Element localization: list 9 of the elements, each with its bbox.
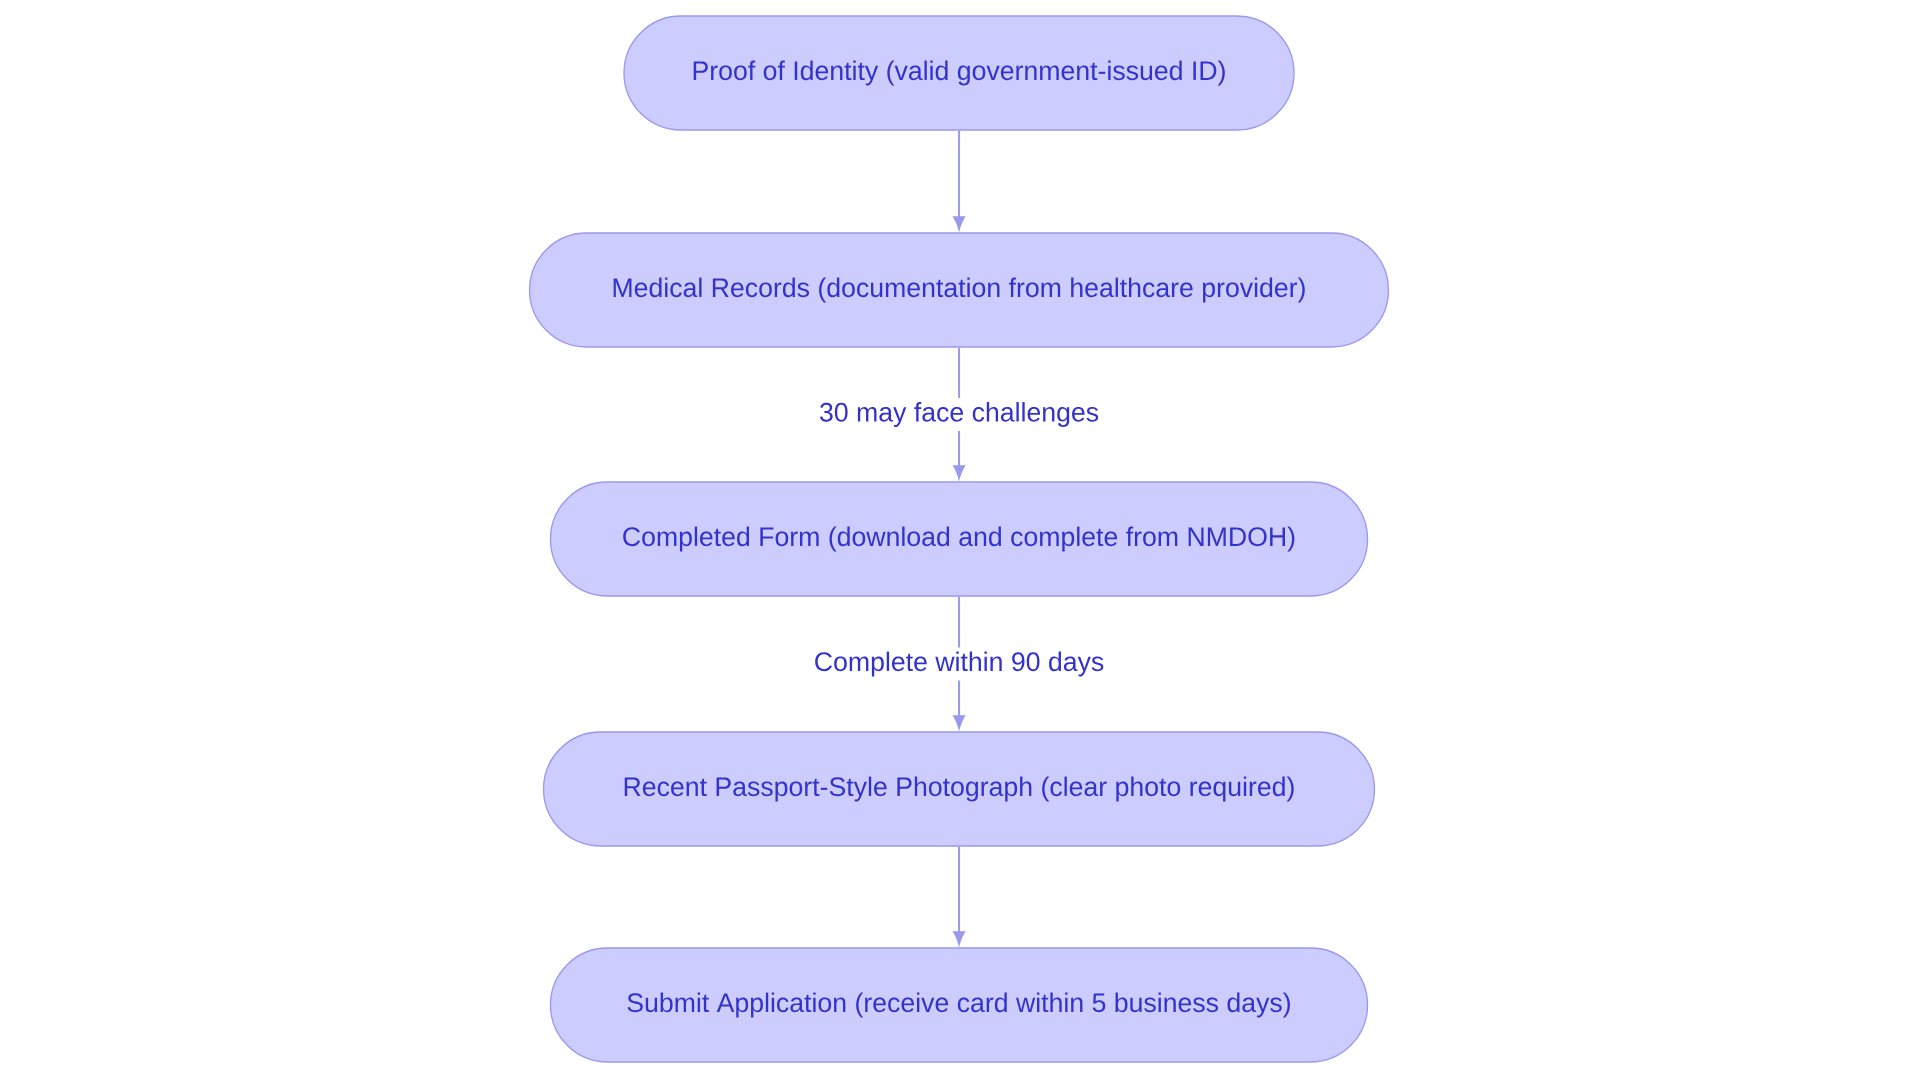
edge-label: 30 may face challenges (815, 398, 1104, 431)
edge-label: Complete within 90 days (809, 647, 1109, 681)
process-box: Proof of Identity (valid government-issued ID) (623, 15, 1295, 131)
process-box: Recent Passport-Style Photograph (clear photo required) (542, 731, 1376, 847)
process-box: Submit Application (receive card within 5 business days) (549, 947, 1369, 1063)
arrow (953, 845, 965, 945)
arrow (953, 129, 965, 230)
process-box: Medical Records (documentation from healthcare provider) (528, 232, 1390, 348)
process-box: Completed Form (download and complete from NMDOH) (549, 481, 1369, 597)
